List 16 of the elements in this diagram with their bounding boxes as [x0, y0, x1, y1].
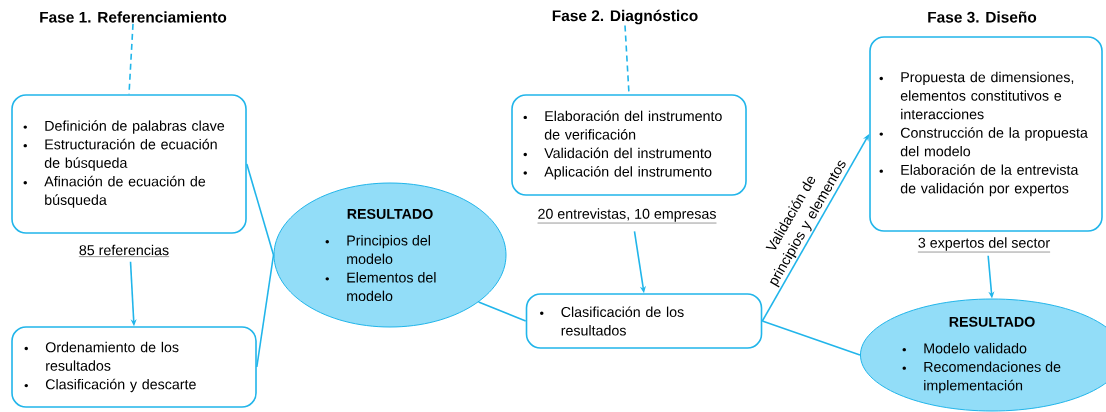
phase-heading: Fase 2. Diagnóstico: [552, 9, 698, 25]
connector-line: [477, 301, 527, 322]
result-count: 3 expertos del sector: [917, 237, 1051, 253]
phase-heading: Fase 1. Referenciamiento: [40, 11, 227, 23]
process-box: Propuesta de dimensiones, elementos constitutivos e interacciones Construcción de la propuesta del modelo Elaboración de la entrevista de validación por expertos: [869, 36, 1103, 232]
process-box: Ordenamiento de los resultados Clasificación y descarte: [11, 326, 257, 408]
process-box: Clasificación de los resultados: [525, 293, 763, 349]
arrow: [761, 134, 870, 322]
process-box: Definición de palabras clave Estructuración de ecuación de búsqueda Afinación de ecuación de búsqueda: [11, 94, 247, 234]
phase-heading: Fase 3. Diseño: [928, 11, 1037, 23]
connector-line: [256, 254, 275, 368]
connector-line: [761, 320, 861, 356]
result-count: 20 entrevistas, 10 empresas: [537, 208, 717, 224]
process-box: Elaboración del instrumento de verificación Validación del instrumento Aplicación del instrumento: [511, 94, 747, 196]
result-count: 85 referencias: [78, 244, 170, 257]
connector-line: [246, 163, 275, 256]
